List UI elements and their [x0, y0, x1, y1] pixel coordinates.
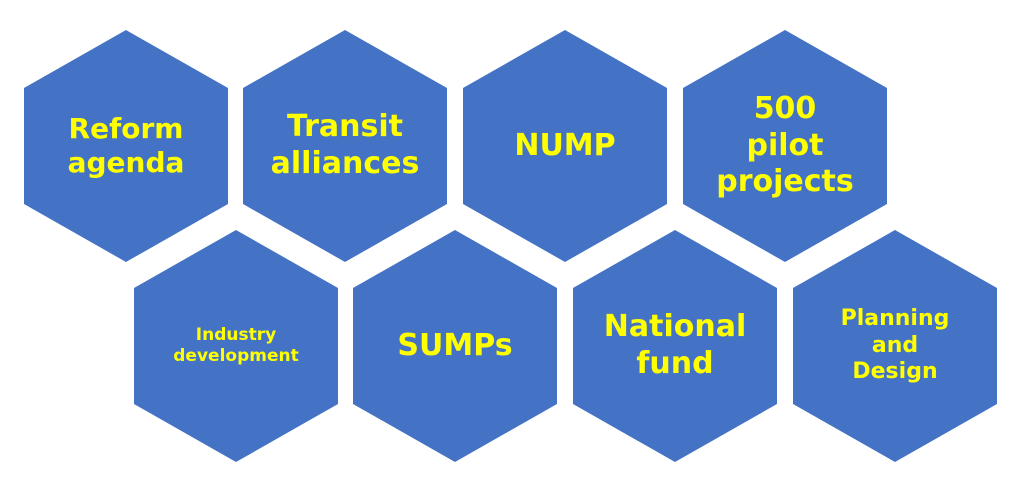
hexagon-label: National fund	[603, 309, 747, 381]
hexagon-industry-development: Industry development	[134, 230, 338, 462]
hexagon-planning-and-design: Planning and Design	[793, 230, 997, 462]
hexagon-nump: NUMP	[463, 30, 667, 262]
hexagon-label: NUMP	[514, 127, 616, 163]
hexagon-label: Transit alliances	[270, 109, 420, 181]
hexagon-sumps: SUMPs	[353, 230, 557, 462]
hexagon-label: Industry development	[173, 325, 299, 366]
hexagon-label: Reform agenda	[67, 111, 185, 179]
hexagon-label: Planning and Design	[840, 305, 950, 385]
hexagon-label: 500 pilot projects	[716, 91, 854, 200]
hexagon-500-pilot-projects: 500 pilot projects	[683, 30, 887, 262]
hexagon-label: SUMPs	[397, 327, 513, 363]
hexagon-national-fund: National fund	[573, 230, 777, 462]
hexagon-reform-agenda: Reform agenda	[24, 30, 228, 262]
hexagon-transit-alliances: Transit alliances	[243, 30, 447, 262]
